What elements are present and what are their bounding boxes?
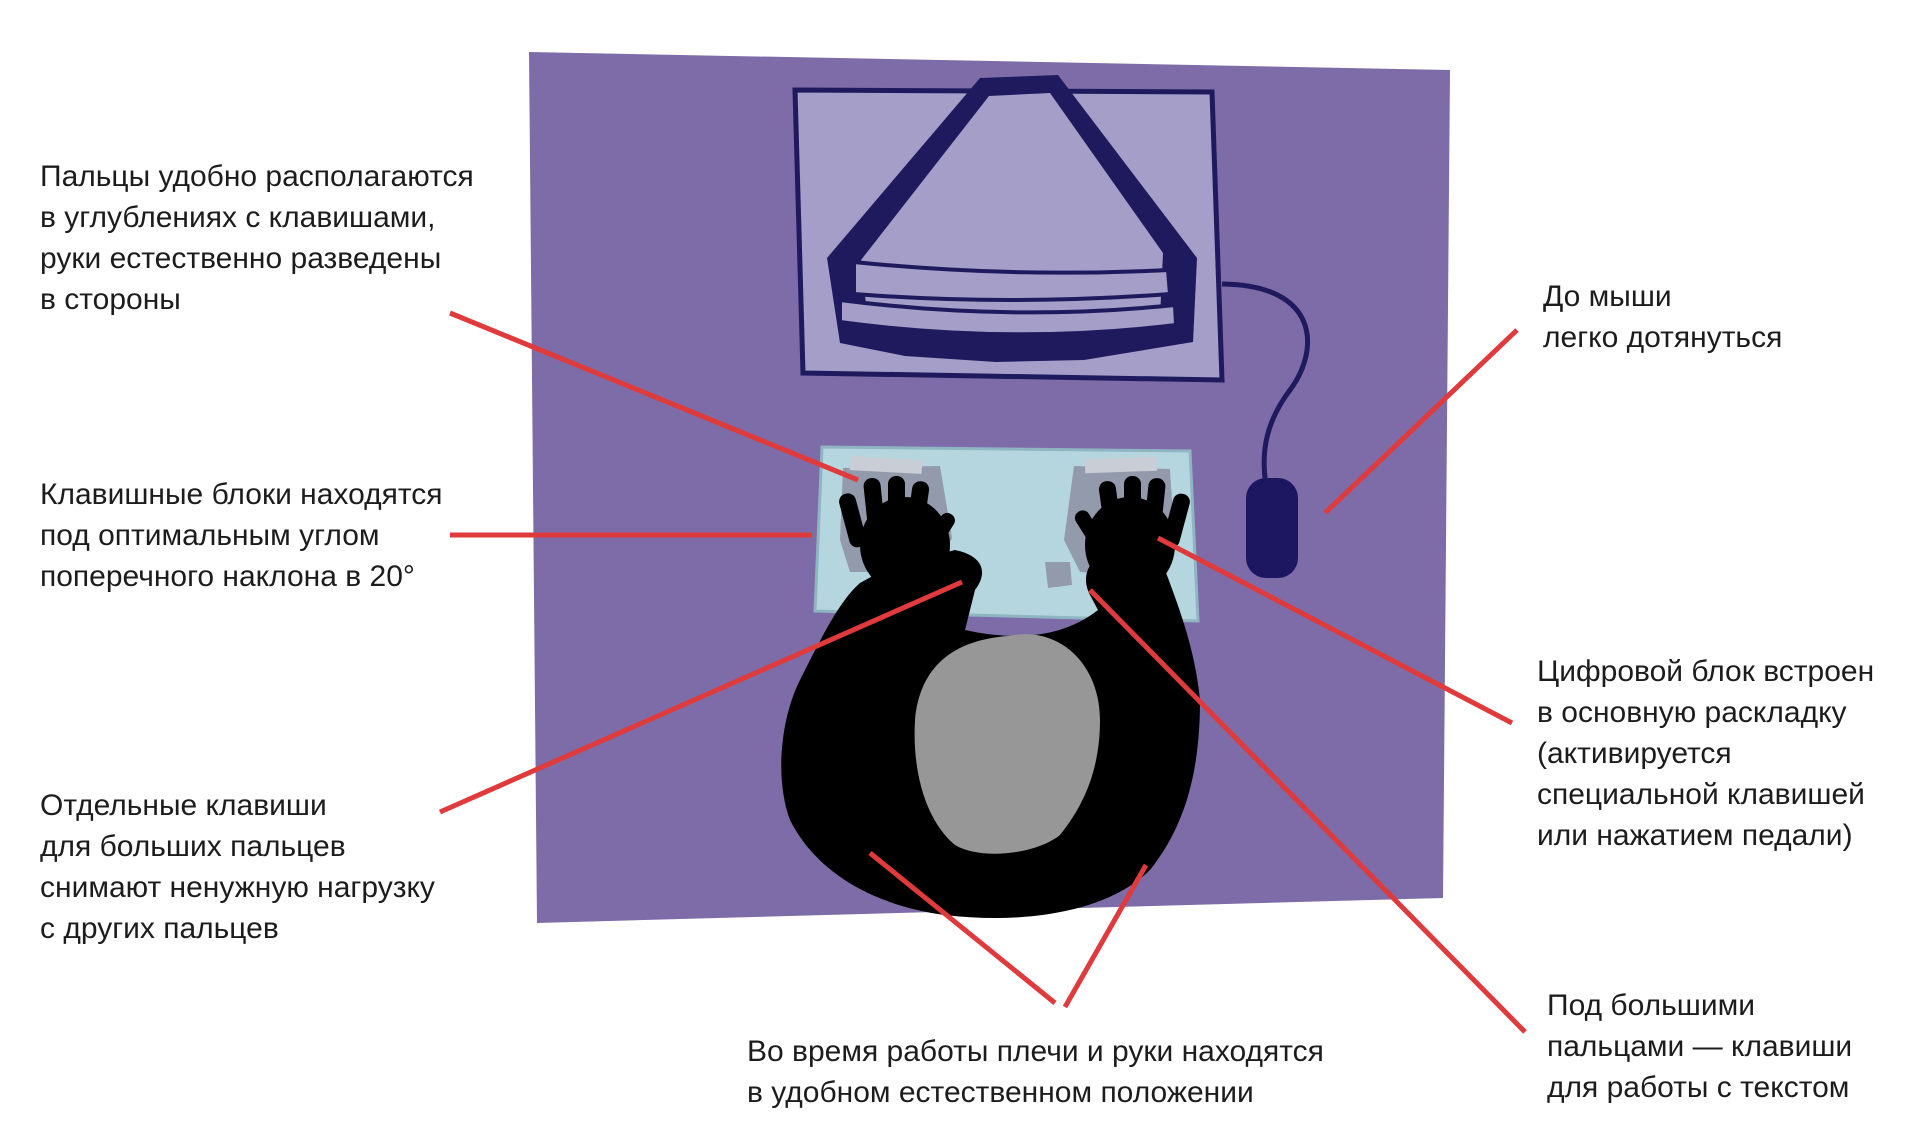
annotation-line: в углублениях с клавишами, bbox=[40, 201, 436, 234]
annotation-line: в стороны bbox=[40, 283, 181, 316]
annotation-line: Цифровой блок встроен bbox=[1537, 655, 1875, 688]
person-icon bbox=[781, 476, 1200, 918]
annotation-line: в удобном естественном положении bbox=[747, 1076, 1254, 1109]
annotation-line: Отдельные клавиши bbox=[40, 789, 327, 822]
monitor-front-edge bbox=[852, 259, 1173, 302]
callout-line-numpad bbox=[1156, 535, 1514, 726]
person-head bbox=[914, 634, 1100, 854]
callout-line-shoulders-right bbox=[1062, 863, 1149, 1009]
callout-line-mouse bbox=[1323, 328, 1519, 515]
monitor-stand bbox=[838, 297, 1179, 337]
annotation-line: Под большими bbox=[1547, 989, 1755, 1022]
monitor-icon bbox=[792, 75, 1225, 383]
mouse-icon bbox=[1246, 478, 1298, 578]
annotation-line: Пальцы удобно располагаются bbox=[40, 160, 474, 193]
keyboard-right-top-keys bbox=[1084, 456, 1158, 474]
annotation-line: Клавишные блоки находятся bbox=[40, 478, 443, 511]
annotation-line: специальной клавишей bbox=[1537, 778, 1865, 811]
annotation-line: снимают ненужную нагрузку bbox=[40, 871, 435, 904]
annotation-line: руки естественно разведены bbox=[40, 242, 442, 275]
annotation-line: (активируется bbox=[1537, 737, 1732, 770]
callout-line-thumb-keys bbox=[438, 579, 964, 815]
callout-line-fingers bbox=[449, 310, 859, 483]
mouse-cable bbox=[1221, 281, 1310, 486]
annotation-thumb-keys: Отдельные клавиши для больших пальцев сн… bbox=[40, 785, 435, 949]
annotation-mouse: До мыши легко дотянуться bbox=[1543, 276, 1782, 358]
annotation-line: с других пальцев bbox=[40, 912, 279, 945]
callout-line-shoulders-left bbox=[868, 851, 1057, 1005]
annotation-line: легко дотянуться bbox=[1543, 321, 1783, 354]
annotation-line: для больших пальцев bbox=[40, 830, 346, 863]
annotation-line: поперечного наклона в 20° bbox=[40, 560, 415, 593]
annotation-key-blocks: Клавишные блоки находятся под оптимальны… bbox=[40, 474, 443, 597]
callout-lines bbox=[438, 310, 1527, 1034]
left-hand bbox=[839, 476, 955, 593]
keyboard-left-top-keys bbox=[849, 456, 923, 474]
right-thumb-key bbox=[1045, 562, 1072, 588]
annotation-numpad: Цифровой блок встроен в основную расклад… bbox=[1537, 651, 1874, 856]
annotation-line: Во время работы плечи и руки находятся bbox=[747, 1035, 1324, 1068]
annotation-line: для работы с текстом bbox=[1547, 1071, 1850, 1104]
annotation-line: пальцами — клавиши bbox=[1547, 1030, 1853, 1063]
annotation-shoulders: Во время работы плечи и руки находятся в… bbox=[747, 1031, 1324, 1113]
annotation-line: До мыши bbox=[1543, 280, 1672, 313]
annotation-fingers: Пальцы удобно располагаются в углубления… bbox=[40, 156, 474, 320]
annotation-text-keys: Под большими пальцами — клавиши для рабо… bbox=[1547, 985, 1852, 1108]
right-hand bbox=[1074, 476, 1190, 593]
annotation-line: в основную раскладку bbox=[1537, 696, 1847, 729]
annotation-line: под оптимальным углом bbox=[40, 519, 380, 552]
callout-line-text-keys bbox=[1088, 588, 1527, 1034]
annotation-line: или нажатием педали) bbox=[1537, 819, 1853, 852]
